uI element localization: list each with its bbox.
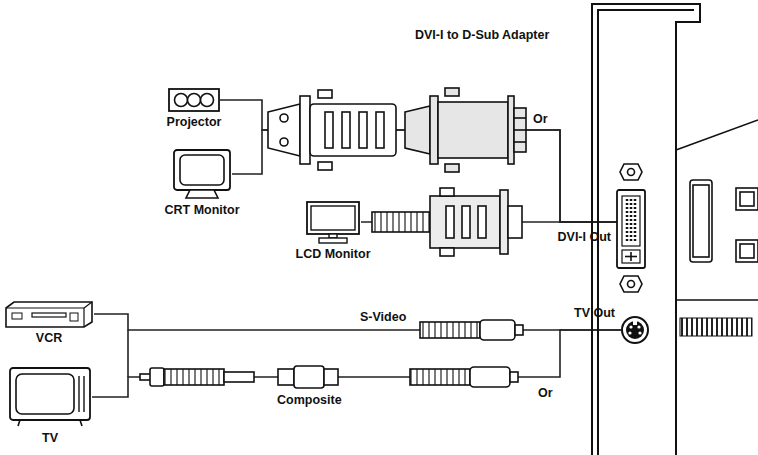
cable-bracket bbox=[127, 330, 129, 377]
crt-monitor-icon: CRT Monitor bbox=[172, 148, 232, 200]
card-bracket bbox=[592, 4, 700, 455]
tv-icon-drawing bbox=[8, 366, 92, 428]
vcr-icon-drawing bbox=[4, 300, 94, 328]
card-edge-connector bbox=[680, 318, 752, 336]
cable-line bbox=[94, 314, 621, 330]
dvi-port: DVI-I Out bbox=[617, 190, 645, 268]
projector-icon-drawing bbox=[168, 88, 220, 112]
d-sub-plug bbox=[268, 90, 396, 170]
tv-icon: TV bbox=[8, 366, 92, 428]
cable-label: Composite bbox=[277, 393, 342, 407]
or-label: Or bbox=[538, 386, 553, 400]
or-label: Or bbox=[533, 112, 548, 126]
device-label: TV Out bbox=[574, 306, 615, 320]
tv-out-port-drawing bbox=[621, 316, 649, 344]
dvi-plug bbox=[372, 188, 522, 256]
dvi-to-dsub-adapter bbox=[405, 88, 526, 172]
device-label: TV bbox=[42, 431, 58, 445]
adapter-label: DVI-I to D-Sub Adapter bbox=[415, 28, 549, 42]
lcd-monitor-icon: LCD Monitor bbox=[305, 200, 361, 244]
cable-label: S-Video bbox=[360, 310, 406, 324]
composite-cable-plugs bbox=[140, 366, 518, 388]
vcr-icon: VCR bbox=[4, 300, 94, 328]
device-label: CRT Monitor bbox=[165, 203, 240, 217]
crt-monitor-icon-drawing bbox=[172, 148, 232, 200]
lcd-monitor-icon-drawing bbox=[305, 200, 361, 244]
dvi-port-drawing bbox=[617, 190, 645, 268]
s-video-plug bbox=[420, 320, 523, 340]
tv-out-port: TV Out bbox=[621, 316, 649, 344]
device-label: Projector bbox=[167, 115, 222, 129]
card-pcb bbox=[676, 120, 758, 300]
dvi-screws bbox=[620, 164, 642, 292]
device-label: VCR bbox=[36, 331, 62, 345]
device-label: LCD Monitor bbox=[296, 247, 371, 261]
device-label: DVI-I Out bbox=[558, 230, 611, 244]
projector-icon: Projector bbox=[168, 88, 220, 112]
cable-line bbox=[220, 100, 617, 222]
